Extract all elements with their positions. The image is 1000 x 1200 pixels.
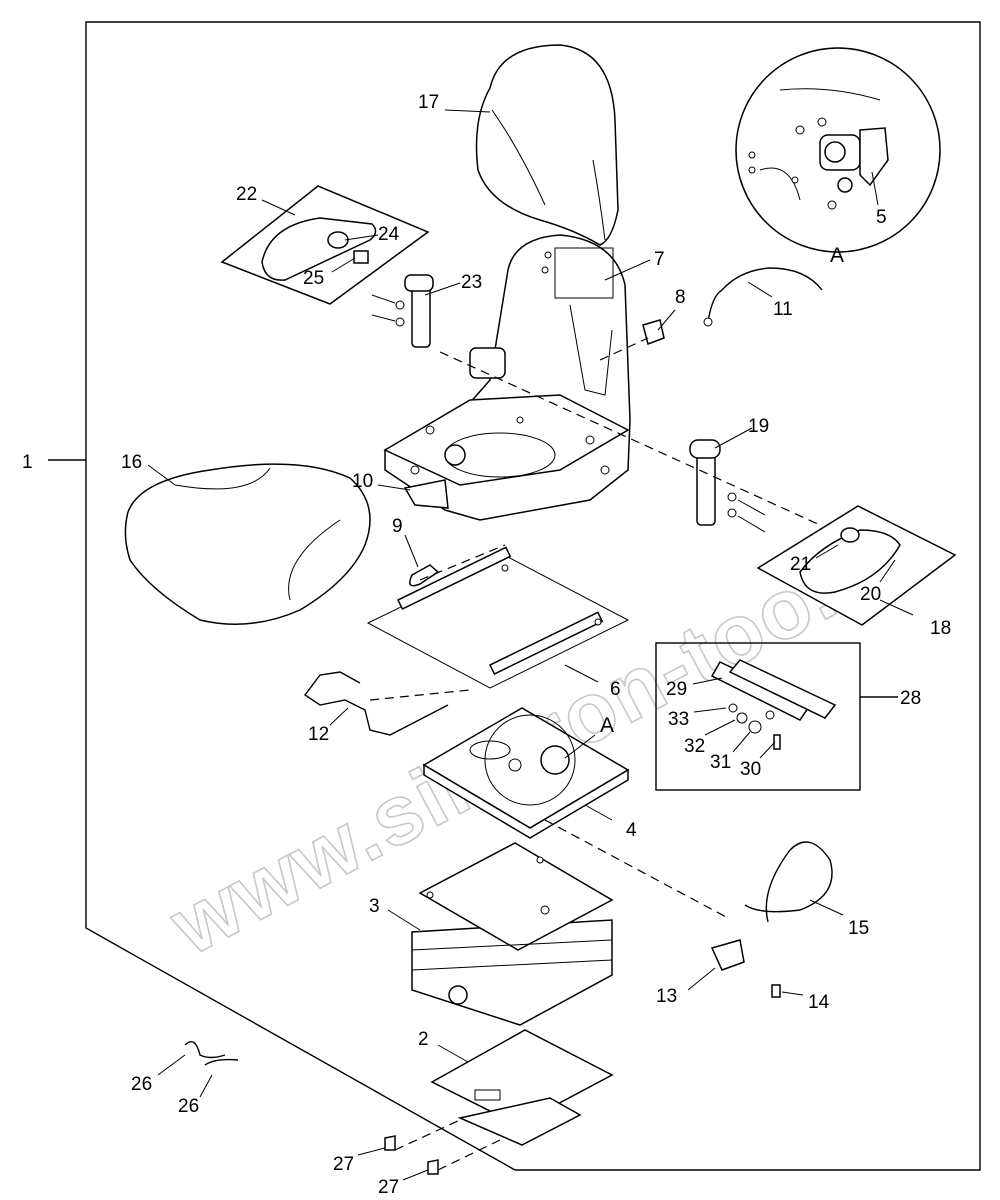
callout-7: 7 xyxy=(654,249,665,270)
callout-13: 13 xyxy=(656,986,677,1007)
tie-26-b xyxy=(204,1058,239,1066)
right-armrest-bracket xyxy=(689,439,766,533)
callout-18: 18 xyxy=(930,618,951,639)
callout-29: 29 xyxy=(666,679,687,700)
suspension xyxy=(411,842,614,1026)
callout-a-main: A xyxy=(600,714,614,737)
seat-cushion xyxy=(124,463,371,625)
callout-11: 11 xyxy=(773,299,793,320)
swivel-plate xyxy=(422,707,630,839)
right-armrest-panel xyxy=(756,505,957,626)
callout-16: 16 xyxy=(121,452,142,473)
callout-23: 23 xyxy=(461,272,482,293)
callout-2: 2 xyxy=(418,1029,429,1050)
callout-19: 19 xyxy=(748,416,769,437)
callout-27-a: 27 xyxy=(333,1154,354,1175)
kit-box xyxy=(655,642,861,791)
callout-9: 9 xyxy=(392,516,403,537)
headrest xyxy=(475,44,619,246)
bolt-27-b xyxy=(427,1159,439,1175)
assembly-frame xyxy=(85,21,981,1171)
callout-22: 22 xyxy=(236,184,257,205)
switch-13 xyxy=(710,939,745,971)
callout-4: 4 xyxy=(626,820,637,841)
seat-frame xyxy=(383,234,631,521)
callout-8: 8 xyxy=(675,287,686,308)
callout-a-detail: A xyxy=(830,244,844,267)
callout-17: 17 xyxy=(418,92,439,113)
left-armrest-bracket xyxy=(371,274,434,348)
callout-27-b: 27 xyxy=(378,1177,399,1198)
slide-rails xyxy=(366,546,630,689)
release-rod xyxy=(303,671,449,736)
callout-31: 31 xyxy=(710,752,731,773)
callout-10: 10 xyxy=(352,471,373,492)
bolt-27-a xyxy=(384,1135,396,1151)
callout-14: 14 xyxy=(808,992,830,1013)
callout-6: 6 xyxy=(610,679,621,700)
bolt-14 xyxy=(771,984,781,998)
harness-15 xyxy=(744,841,833,923)
callout-3: 3 xyxy=(369,896,380,917)
tie-26-a xyxy=(184,1041,226,1059)
callout-12: 12 xyxy=(308,724,329,745)
callout-15: 15 xyxy=(848,918,869,939)
callout-28: 28 xyxy=(900,688,921,709)
callout-26-b: 26 xyxy=(178,1096,199,1117)
callout-20: 20 xyxy=(860,584,881,605)
callout-5: 5 xyxy=(876,207,887,228)
callout-30: 30 xyxy=(740,759,761,780)
callout-24: 24 xyxy=(378,224,400,245)
callout-32: 32 xyxy=(684,736,705,757)
callout-25: 25 xyxy=(303,268,324,289)
callout-21: 21 xyxy=(790,554,811,575)
callout-33: 33 xyxy=(668,709,689,730)
cable xyxy=(707,267,823,323)
left-armrest-panel xyxy=(220,185,430,305)
detail-a-circle xyxy=(735,47,941,253)
callout-26-a: 26 xyxy=(131,1074,152,1095)
knob xyxy=(642,319,665,345)
callout-1: 1 xyxy=(22,452,33,473)
base-plate xyxy=(430,1029,614,1146)
